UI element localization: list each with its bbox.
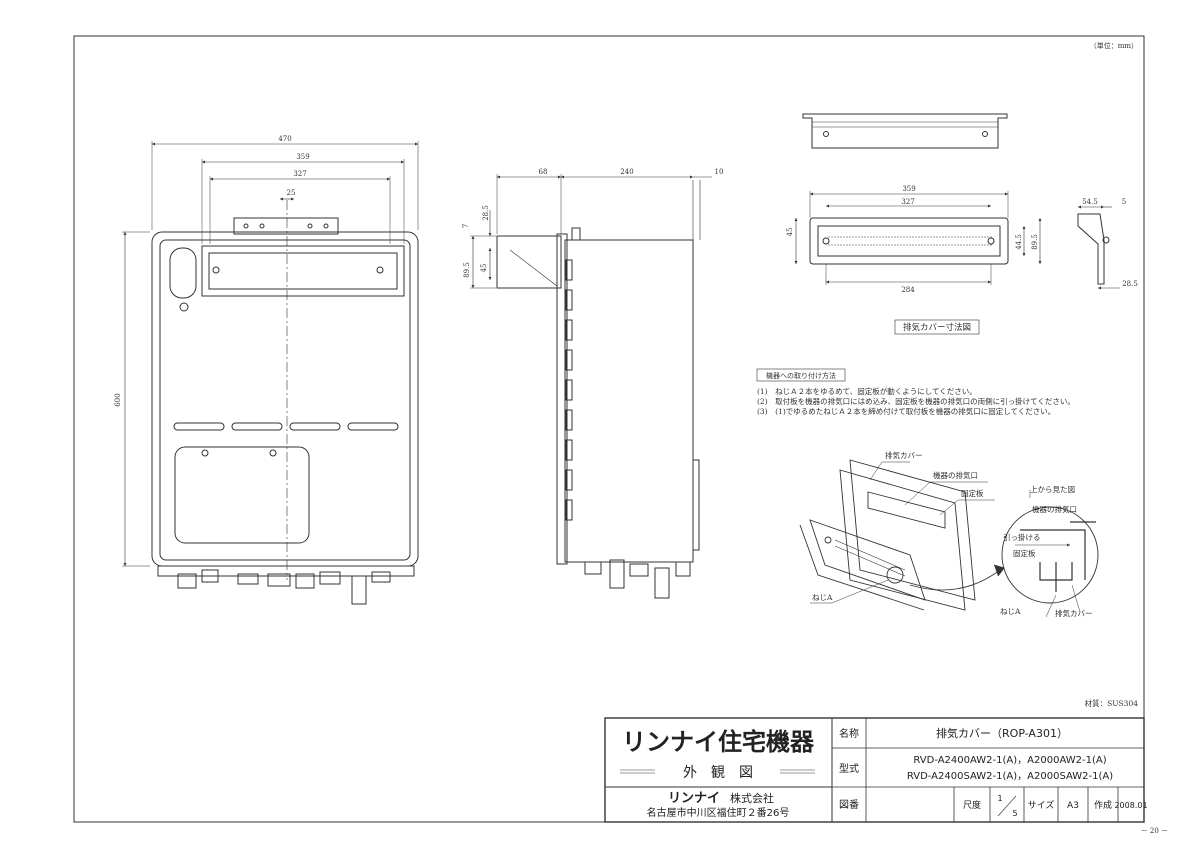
unit-note: （単位：mm）	[1090, 41, 1138, 50]
install-step-2: (2) 取付板を機器の排気口にはめ込み、固定板を機器の排気口の両側に引っ掛けてく…	[757, 396, 1075, 406]
install-title: 機器への取り付け方法	[766, 371, 836, 380]
dim-600: 600	[114, 393, 122, 406]
company-small-logo: リンナイ	[668, 791, 720, 806]
company-logo: リンナイ住宅機器	[622, 728, 815, 756]
dim-45: 45	[480, 264, 488, 273]
callout-top-view: 上から見た図	[1030, 485, 1075, 494]
callout-screw-a-2: ねじA	[1000, 607, 1021, 616]
cover-caption: 排気カバー寸法図	[903, 322, 971, 333]
model-label: 型式	[839, 762, 859, 775]
dim-327: 327	[293, 170, 306, 178]
drawing-kind: 外 観 図	[683, 764, 753, 781]
dim-28-5: 28.5	[482, 205, 490, 221]
model-line-2: RVD-A2400SAW2-1(A)，A2000SAW2-1(A)	[907, 771, 1113, 782]
cover-caption-box	[894, 319, 980, 335]
cover-dim-28-5: 28.5	[1122, 280, 1138, 288]
scale-numerator: 1	[997, 794, 1002, 803]
callout-screw-a: ねじA	[812, 593, 833, 602]
name-label: 名称	[839, 727, 859, 740]
company-suffix: 株式会社	[730, 791, 774, 805]
dim-470: 470	[278, 135, 291, 143]
cover-dim-327: 327	[901, 198, 914, 206]
callout-exhaust-cover: 排気カバー	[885, 450, 923, 460]
scale-label: 尺度	[963, 799, 981, 811]
dim-25: 25	[287, 189, 296, 197]
cover-dim-89-5: 89.5	[1031, 234, 1039, 250]
callout-hook: 引っ掛ける	[1003, 532, 1041, 542]
cover-dim-5: 5	[1122, 198, 1126, 206]
install-illustration	[799, 459, 1099, 618]
cover-top-view	[802, 113, 1008, 149]
cover-front-view	[794, 191, 1042, 285]
created-value: 2008.01	[1114, 801, 1147, 810]
name-value: 排気カバー（ROP-A301）	[936, 726, 1068, 740]
install-title-box	[756, 368, 846, 382]
scale-denominator: 5	[1012, 809, 1017, 818]
page-number: － 20 －	[1141, 827, 1168, 835]
dim-89-5: 89.5	[463, 262, 471, 278]
install-step-1: (1) ねじＡ２本をゆるめて、固定板が動くようにしてください。	[757, 386, 977, 396]
created-label: 作成	[1094, 799, 1112, 811]
size-label: サイズ	[1028, 799, 1055, 811]
cover-dim-54-5: 54.5	[1082, 198, 1098, 206]
callout-device-outlet: 機器の排気口	[933, 470, 978, 480]
size-value: A3	[1067, 801, 1079, 811]
dim-359: 359	[296, 153, 309, 161]
material-note: 材質：SUS304	[1085, 698, 1139, 708]
sheet-border	[73, 35, 1145, 823]
callout-device-outlet-2: 機器の排気口	[1032, 504, 1077, 514]
dim-7: 7	[462, 224, 470, 228]
callout-exhaust-cover-2: 排気カバー	[1055, 608, 1093, 618]
dim-240: 240	[620, 168, 633, 176]
cover-dim-45: 45	[786, 228, 794, 237]
cover-dim-44-5: 44.5	[1015, 234, 1023, 250]
cover-dim-359: 359	[902, 185, 915, 193]
dim-10: 10	[715, 168, 724, 176]
side-view	[470, 174, 712, 599]
dim-68: 68	[539, 168, 548, 176]
model-line-1: RVD-A2400AW2-1(A)，A2000AW2-1(A)	[913, 755, 1106, 766]
company-address: 名古屋市中川区福住町２番26号	[647, 806, 790, 819]
front-view	[122, 141, 419, 605]
callout-fixing-plate-2: 固定板	[1013, 548, 1036, 558]
cover-dim-284: 284	[901, 286, 915, 294]
callout-fixing-plate: 固定板	[961, 488, 984, 498]
cover-side-view	[1077, 205, 1120, 290]
title-block	[604, 717, 1145, 823]
drawing-no-label: 図番	[839, 799, 859, 811]
install-step-3: (3) (1)でゆるめたねじＡ２本を締め付けて取付板を機器の排気口に固定してくだ…	[757, 406, 1055, 416]
